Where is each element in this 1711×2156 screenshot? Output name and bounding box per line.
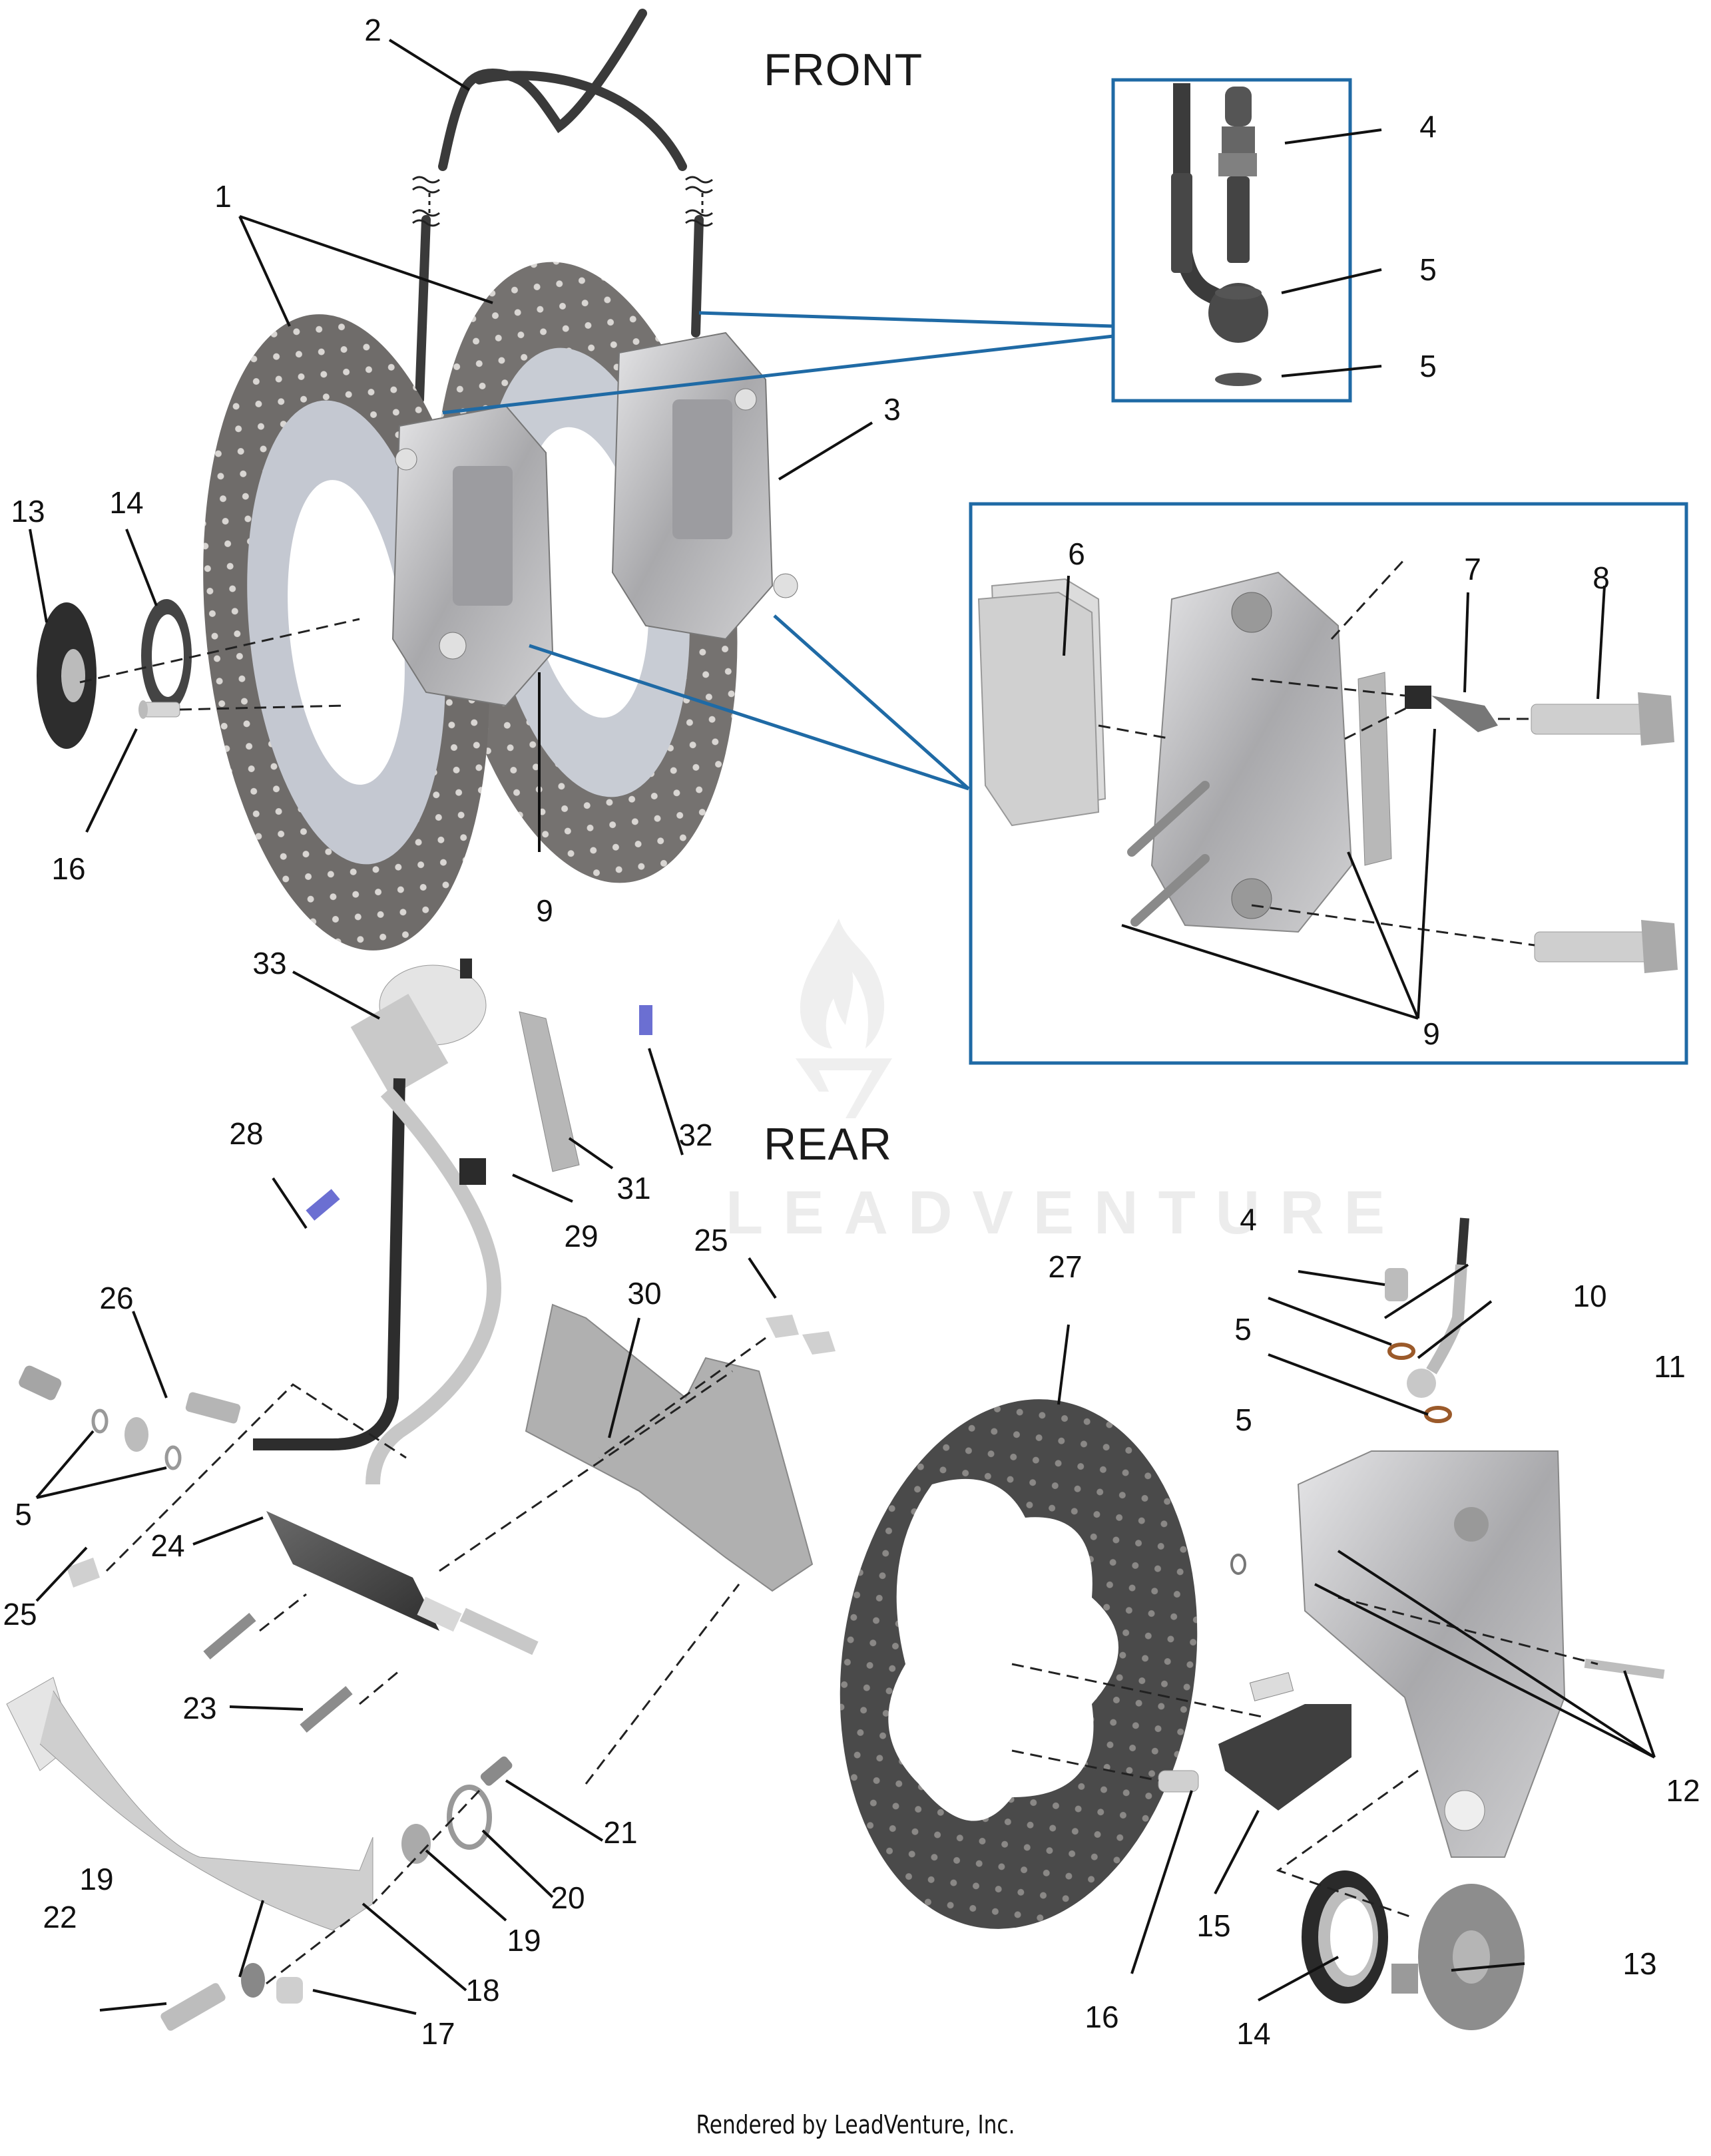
rear-assembly-lines (105, 1337, 766, 1985)
callout-13[interactable]: 13 (11, 494, 45, 529)
callout-20[interactable]: 20 (551, 1880, 585, 1915)
rear-hub-parts (1302, 1870, 1525, 2030)
pedal-small-parts (160, 1756, 513, 2031)
callout-4[interactable]: 4 (1240, 1202, 1257, 1237)
callout-15[interactable]: 15 (1196, 1908, 1231, 1943)
rear-master-cylinder (266, 1511, 539, 1655)
callout-27[interactable]: 27 (1048, 1249, 1083, 1284)
front-assembly-lines (79, 618, 360, 711)
callout-5[interactable]: 5 (15, 1497, 32, 1532)
countersunk-screws-25 (67, 1315, 836, 1588)
rear-reservoir-hose (253, 1078, 405, 1450)
footer-credit: Rendered by LeadVenture, Inc. (696, 2110, 1015, 2139)
callout-21[interactable]: 21 (603, 1815, 638, 1850)
front-caliper-detail-box (969, 502, 1688, 1065)
front-disc-bolt (138, 700, 180, 719)
callout-5[interactable]: 5 (1235, 1402, 1252, 1437)
callout-5[interactable]: 5 (1419, 252, 1437, 287)
callout-24[interactable]: 24 (150, 1528, 185, 1563)
callout-14[interactable]: 14 (1236, 2016, 1271, 2051)
callout-31[interactable]: 31 (616, 1171, 651, 1205)
rear-brake-line-metal (366, 1086, 501, 1485)
callout-16[interactable]: 16 (1085, 2000, 1119, 2034)
rear-brake-disc (840, 1399, 1198, 1929)
rear-section-title: REAR (764, 1119, 892, 1170)
callout-19[interactable]: 19 (79, 1862, 114, 1896)
callout-4[interactable]: 4 (1419, 109, 1437, 144)
front-fitting-detail-box (1111, 78, 1352, 403)
callout-2[interactable]: 2 (364, 13, 381, 47)
callout-6[interactable]: 6 (1068, 537, 1085, 571)
front-brake-line (415, 9, 704, 404)
callout-7[interactable]: 7 (1464, 552, 1481, 586)
callout-25[interactable]: 25 (694, 1223, 728, 1257)
front-detail-connector-lines (442, 311, 1114, 791)
callout-5[interactable]: 5 (1234, 1312, 1252, 1347)
screw-28 (306, 1189, 340, 1221)
callout-25[interactable]: 25 (3, 1597, 37, 1631)
callout-1[interactable]: 1 (214, 179, 232, 214)
rear-pads-and-pins (1218, 1554, 1665, 1811)
front-caliper-right (611, 331, 798, 640)
callout-8[interactable]: 8 (1592, 560, 1610, 595)
line-break-marks (412, 176, 713, 227)
front-abs-tone-ring (37, 602, 97, 749)
callout-10[interactable]: 10 (1573, 1279, 1607, 1313)
callout-3[interactable]: 3 (883, 392, 901, 427)
callout-17[interactable]: 17 (421, 2016, 455, 2051)
rear-disc-bolt (1158, 1770, 1199, 1793)
callout-22[interactable]: 22 (43, 1900, 77, 1934)
callout-9[interactable]: 9 (1423, 1016, 1440, 1051)
screws-23 (203, 1612, 353, 1733)
callout-30[interactable]: 30 (627, 1276, 662, 1311)
clip-nut (459, 1158, 486, 1185)
callout-18[interactable]: 18 (465, 1973, 500, 2008)
callout-16[interactable]: 16 (51, 851, 86, 886)
master-cylinder-bracket (525, 1303, 814, 1592)
rear-brake-reservoir (350, 965, 487, 1096)
callout-26[interactable]: 26 (99, 1281, 134, 1315)
leadventure-watermark-logo (796, 919, 892, 1118)
callout-12[interactable]: 12 (1666, 1773, 1700, 1808)
front-caliper-left (391, 405, 554, 707)
callout-32[interactable]: 32 (678, 1118, 713, 1152)
callout-11[interactable]: 11 (1654, 1349, 1686, 1384)
callout-14[interactable]: 14 (109, 485, 144, 520)
rear-master-banjo-assembly (19, 1365, 241, 1470)
callout-9[interactable]: 9 (536, 893, 553, 928)
callout-33[interactable]: 33 (252, 946, 287, 980)
callout-28[interactable]: 28 (229, 1116, 264, 1151)
bolt-32 (639, 1005, 652, 1035)
callout-23[interactable]: 23 (182, 1691, 217, 1725)
rear-banjo-fitting (1385, 1217, 1469, 1423)
rear-brake-pedal (6, 1677, 373, 1931)
reservoir-bracket (519, 1011, 580, 1172)
front-section-title: FRONT (764, 45, 923, 95)
callout-19[interactable]: 19 (507, 1923, 541, 1958)
callout-5[interactable]: 5 (1419, 349, 1437, 383)
rear-caliper (1297, 1450, 1566, 1858)
callout-29[interactable]: 29 (564, 1219, 599, 1253)
leader-lines (29, 39, 1656, 2015)
callout-13[interactable]: 13 (1622, 1946, 1657, 1981)
watermark-text: LEADVENTURE (726, 1179, 1405, 1247)
front-seal (141, 599, 192, 712)
